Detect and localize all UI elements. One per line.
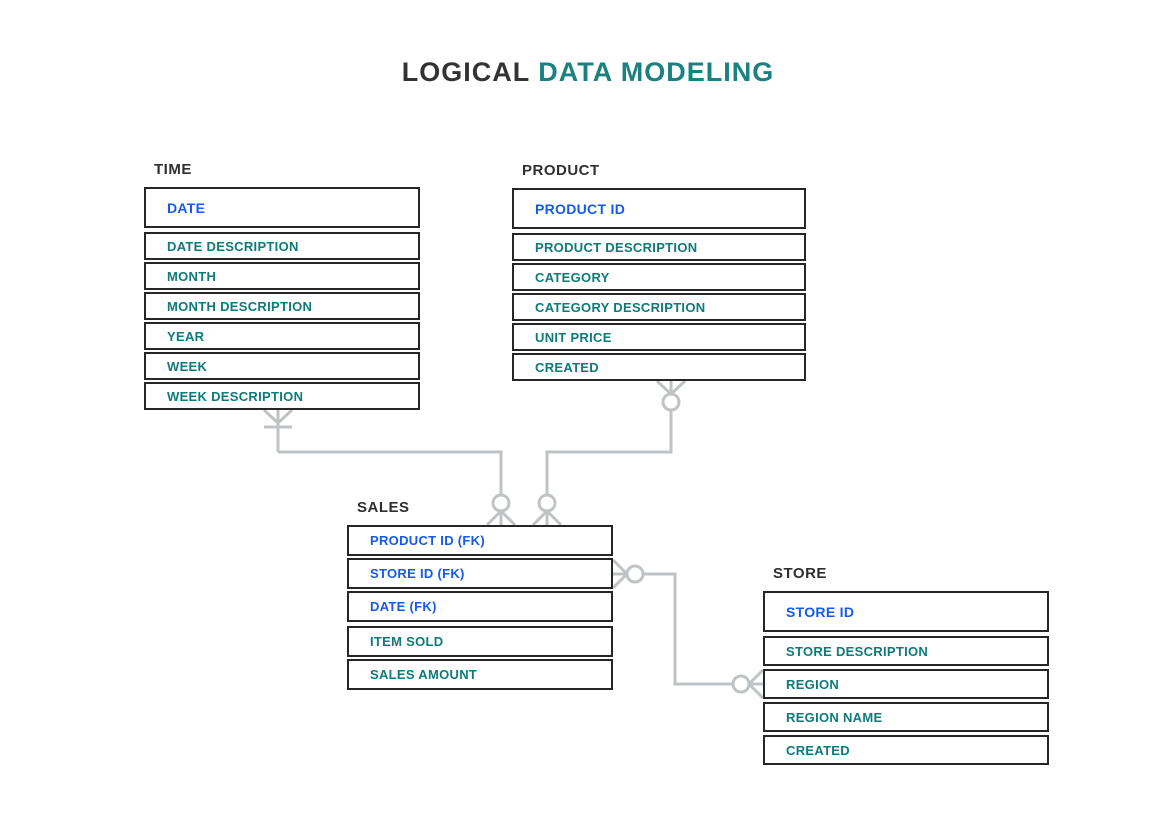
connector-line: [545, 410, 673, 495]
zero-cardinality-icon: [625, 564, 645, 584]
entity-attribute-row: PRODUCT DESCRIPTION: [512, 233, 806, 261]
entity-key-section: PRODUCT ID: [512, 188, 806, 229]
entity-attribute-row: YEAR: [144, 322, 420, 350]
entity-attribute-row: CREATED: [763, 735, 1049, 765]
entity-attribute-row: ITEM SOLD: [347, 626, 613, 657]
entity-key-section: STORE ID: [763, 591, 1049, 632]
entity-attribute-row: REGION NAME: [763, 702, 1049, 732]
entity-attribute-row: STORE DESCRIPTION: [763, 636, 1049, 666]
entity-key-section: PRODUCT ID (FK)STORE ID (FK)DATE (FK): [347, 525, 613, 622]
entity-key-row: STORE ID: [763, 591, 1049, 632]
entity-key-row: DATE (FK): [347, 591, 613, 622]
entity-attribute-row: SALES AMOUNT: [347, 659, 613, 690]
entity-attribute-row: WEEK DESCRIPTION: [144, 382, 420, 410]
connector-line: [643, 572, 733, 686]
entity-attribute-row: WEEK: [144, 352, 420, 380]
entity-title: SALES: [357, 499, 410, 516]
entity-attribute-row: CREATED: [512, 353, 806, 381]
page-title: LOGICAL DATA MODELING: [0, 57, 1176, 88]
entity-key-row: PRODUCT ID: [512, 188, 806, 229]
entity-title: PRODUCT: [522, 162, 600, 179]
crows-foot-icon: [747, 668, 765, 700]
crows-foot-icon: [262, 408, 503, 495]
entity-key-section: DATE: [144, 187, 420, 228]
entity-key-row: PRODUCT ID (FK): [347, 525, 613, 556]
entity-table: PRODUCT ID (FK)STORE ID (FK)DATE (FK) IT…: [347, 525, 613, 690]
entity-attribute-row: DATE DESCRIPTION: [144, 232, 420, 260]
entity-title: STORE: [773, 565, 827, 582]
zero-cardinality-icon: [661, 392, 681, 412]
crows-foot-icon: [655, 379, 687, 396]
page-title-secondary: DATA MODELING: [538, 57, 775, 87]
entity-attribute-row: MONTH DESCRIPTION: [144, 292, 420, 320]
entity-attribute-row: CATEGORY DESCRIPTION: [512, 293, 806, 321]
entity-attribute-row: MONTH: [144, 262, 420, 290]
entity-attribute-row: CATEGORY: [512, 263, 806, 291]
page-title-primary: LOGICAL: [401, 57, 530, 87]
entity-attribute-row: REGION: [763, 669, 1049, 699]
entity-sales: SALES PRODUCT ID (FK)STORE ID (FK)DATE (…: [347, 498, 613, 690]
relationship-sales-store: [611, 558, 765, 700]
entity-title: TIME: [154, 161, 192, 178]
crows-foot-icon: [611, 558, 629, 590]
entity-key-row: STORE ID (FK): [347, 558, 613, 589]
entity-key-row: DATE: [144, 187, 420, 228]
entity-attribute-row: UNIT PRICE: [512, 323, 806, 351]
zero-cardinality-icon: [731, 674, 751, 694]
